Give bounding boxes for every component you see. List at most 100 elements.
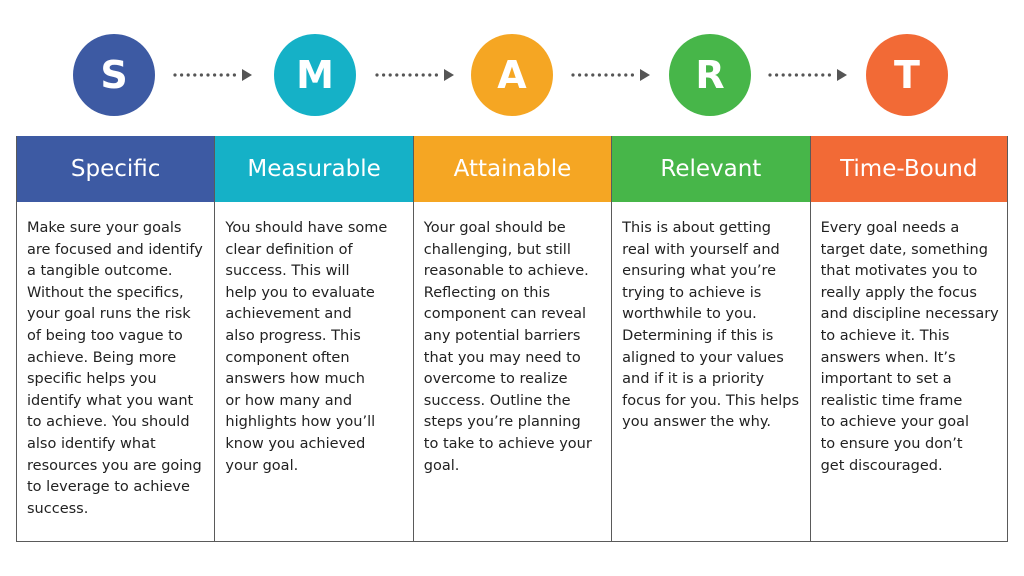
dot: [617, 73, 621, 77]
description-line: Determining if this is: [622, 327, 774, 344]
description-line: answers when. It’s: [820, 349, 956, 366]
description-line: challenging, but still: [423, 241, 571, 258]
dot: [801, 73, 805, 77]
description-line: goal.: [423, 457, 460, 474]
dot: [591, 73, 595, 77]
dot: [219, 73, 223, 77]
dotted-line: [571, 73, 634, 77]
dot: [226, 73, 230, 77]
dot: [382, 73, 386, 77]
description-line: reasonable to achieve.: [423, 263, 589, 280]
description-line: aligned to your values: [622, 349, 784, 366]
description-line: You should have some: [225, 220, 388, 236]
dot: [584, 73, 588, 77]
column-header: Specific: [17, 136, 215, 202]
description-line: that motivates you to: [820, 263, 978, 280]
description-line: that you may need to: [423, 349, 581, 366]
description-line: or how many and: [225, 392, 353, 409]
column-description: Every goal needs a target date, something…: [810, 202, 1007, 542]
dot: [388, 73, 392, 77]
dot: [401, 73, 405, 77]
description-line: specific helps you: [27, 371, 157, 388]
dot: [415, 73, 419, 77]
column-specific: Specific Make sure your goals are focused…: [16, 136, 215, 542]
description-line: your goal runs the risk: [27, 306, 191, 323]
column-time-bound: Time-Bound Every goal needs a target date…: [809, 136, 1008, 542]
arrow-connector-a-r: [571, 69, 650, 81]
description-line: to take to achieve your: [423, 435, 592, 452]
description-line: also progress. This: [225, 327, 361, 344]
dot: [199, 73, 203, 77]
dot: [821, 73, 825, 77]
column-attainable: Attainable Your goal should be challengin…: [412, 136, 612, 542]
description-line: Without the specifics,: [27, 284, 184, 301]
description-line: resources you are going: [27, 457, 202, 474]
dot: [604, 73, 608, 77]
dot: [395, 73, 399, 77]
dot: [808, 73, 812, 77]
description-line: to achieve your goal: [820, 414, 970, 431]
dot: [611, 73, 615, 77]
description-line: worthwhile to you.: [622, 306, 757, 323]
description-line: realistic time frame: [820, 392, 963, 409]
description-line: to ensure you don’t: [820, 435, 963, 452]
description-line: identify what you want: [27, 392, 194, 409]
dot: [428, 73, 432, 77]
dotted-line: [375, 73, 438, 77]
description-line: and if it is a priority: [622, 371, 765, 388]
dot: [781, 73, 785, 77]
dot: [375, 73, 379, 77]
description-line: your goal.: [225, 457, 299, 474]
description-line: component can reveal: [423, 306, 587, 323]
circle-a: A: [471, 34, 553, 116]
description-line: know you achieved: [225, 435, 366, 452]
description-line: success. Outline the: [423, 392, 571, 409]
description-line: target date, something: [820, 241, 988, 258]
circle-r: R: [669, 34, 751, 116]
description-line: to achieve. You should: [27, 414, 190, 431]
description-line: of being too vague to: [27, 327, 183, 344]
dot: [624, 73, 628, 77]
description-line: focus for you. This helps: [622, 392, 800, 409]
description-line: and discipline necessary: [820, 306, 999, 323]
arrowhead-icon: [242, 69, 252, 81]
description-line: are focused and identify: [27, 241, 203, 258]
description-line: This is about getting: [622, 220, 771, 236]
description-line: a tangible outcome.: [27, 263, 173, 280]
description-line: real with yourself and: [622, 241, 780, 258]
description-line: success.: [27, 500, 89, 517]
dot: [630, 73, 634, 77]
dot: [794, 73, 798, 77]
description-line: also identify what: [27, 435, 156, 452]
dot: [186, 73, 190, 77]
dotted-line: [173, 73, 236, 77]
description-line: Make sure your goals: [27, 220, 182, 236]
dot: [768, 73, 772, 77]
dot: [571, 73, 575, 77]
dot: [193, 73, 197, 77]
description-line: you answer the why.: [622, 414, 771, 431]
description-line: Reflecting on this: [423, 284, 550, 301]
dot: [232, 73, 236, 77]
arrow-connector-s-m: [173, 69, 252, 81]
arrowhead-icon: [640, 69, 650, 81]
description-line: to achieve it. This: [820, 327, 950, 344]
dot: [775, 73, 779, 77]
column-header: Time-Bound: [810, 136, 1007, 202]
dot: [421, 73, 425, 77]
description-line: Your goal should be: [423, 220, 566, 236]
column-header: Measurable: [215, 136, 413, 202]
dot: [434, 73, 438, 77]
dotted-line: [768, 73, 831, 77]
description-line: important to set a: [820, 371, 952, 388]
dot: [213, 73, 217, 77]
description-line: to leverage to achieve: [27, 479, 190, 496]
description-line: really apply the focus: [820, 284, 977, 301]
column-header: Attainable: [413, 136, 612, 202]
arrow-connector-r-t: [768, 69, 847, 81]
dot: [408, 73, 412, 77]
dot: [206, 73, 210, 77]
description-line: Every goal needs a: [820, 220, 960, 236]
